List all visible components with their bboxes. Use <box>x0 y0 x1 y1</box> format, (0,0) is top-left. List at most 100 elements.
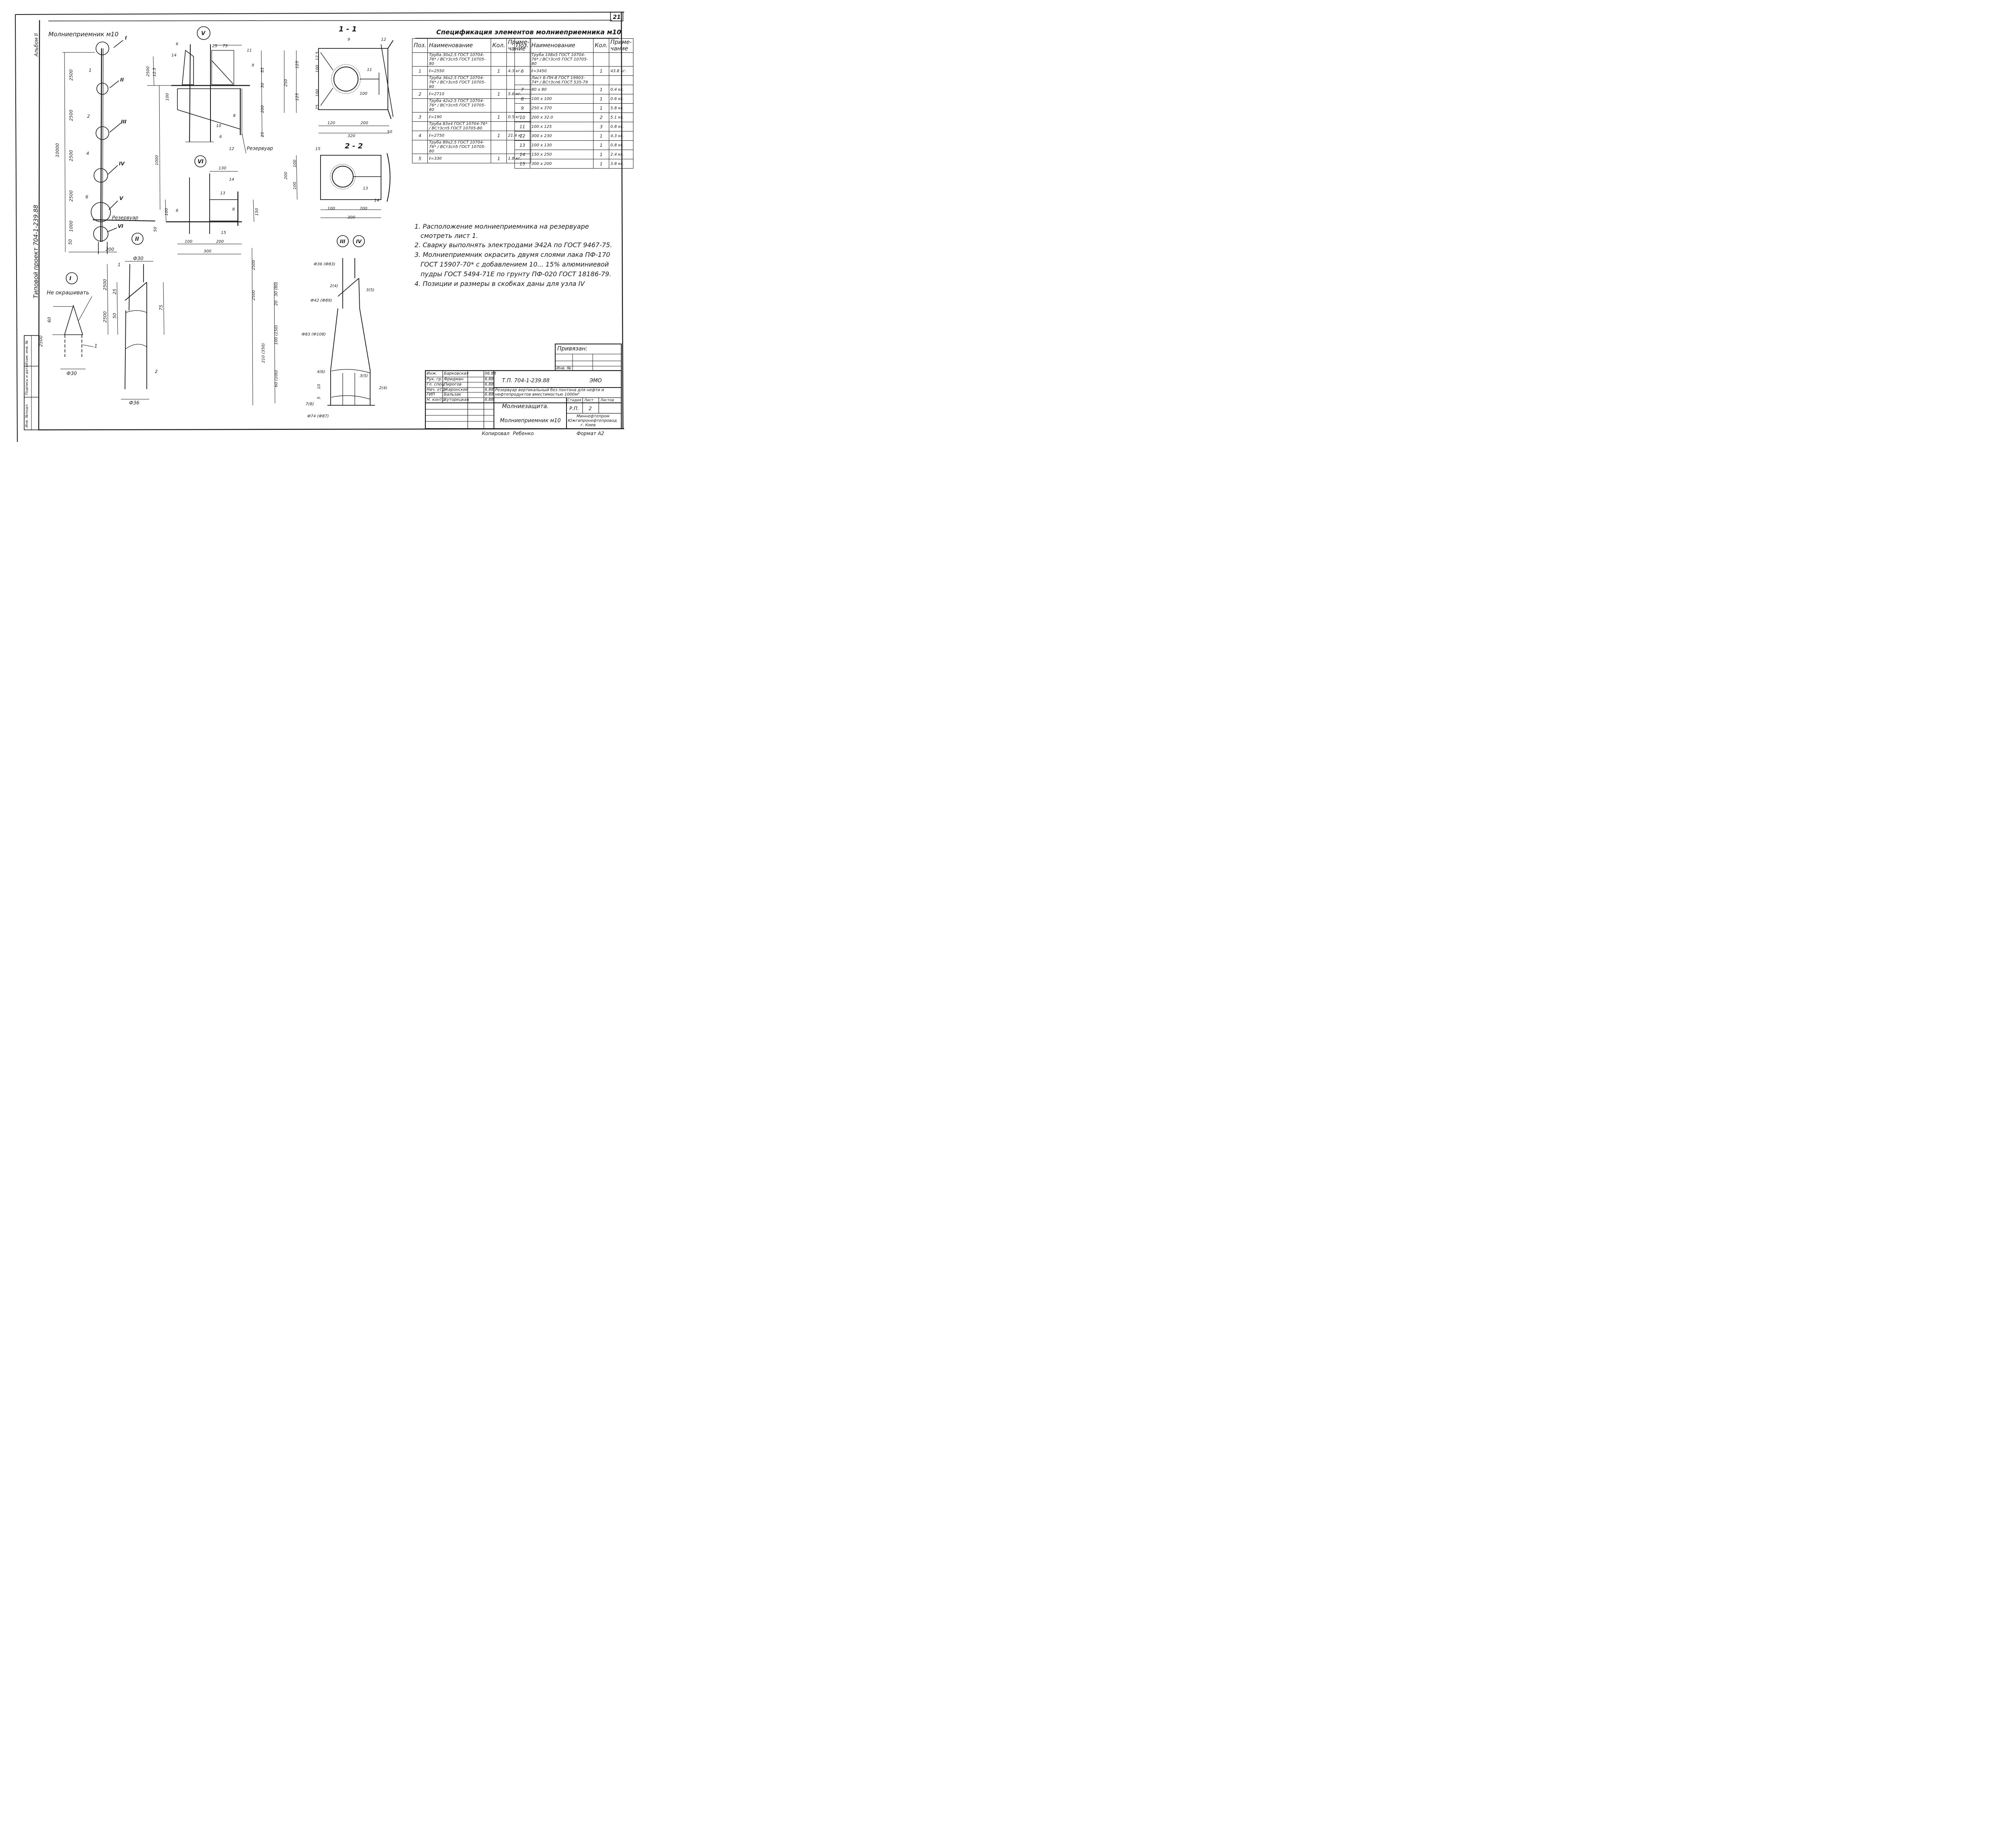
spec-cell-qty: 1 <box>593 140 609 150</box>
dim-mast-base: 200 <box>106 247 114 252</box>
n34-pos-e: 2(4) <box>379 386 387 390</box>
spec-cell-qty: 1 <box>593 85 609 94</box>
spec-cell-note <box>608 52 633 67</box>
spec-cell-qty <box>491 140 507 154</box>
tb-role: Инж. <box>427 371 437 376</box>
node-5-pos-8: 8 <box>233 114 235 118</box>
spec-cell-pos <box>412 121 428 131</box>
section-1-1-title: 1 - 1 <box>339 25 357 33</box>
spec-cell-pos <box>514 52 530 67</box>
spec-cell-pos: 12 <box>514 131 530 141</box>
spec-cell-name: 80 x 80 <box>530 85 594 94</box>
tb-role: Рук. гр. <box>427 377 443 381</box>
node-6-pos-8: 8 <box>232 207 235 212</box>
spec-cell-qty: 1 <box>491 66 507 76</box>
node-2-dim-25: 25 <box>112 289 117 294</box>
spec-table-left: Поз. Наименование Кол. Приме-чание Труба… <box>412 38 531 163</box>
callout-node-2: II <box>120 77 124 83</box>
node-5-dim-2500: 2500 <box>146 67 150 77</box>
node-2-drawing <box>107 233 165 400</box>
node-5-dim-30: 30 <box>260 83 265 88</box>
note-line-3: 2. Сварку выполнять электродами Э42А по … <box>414 241 612 249</box>
node-6-dim-130: 130 <box>219 166 226 171</box>
node-1-drawing <box>52 272 94 369</box>
tb-date: 6.88 <box>485 398 494 402</box>
main-title: Молниеприемник м10 <box>48 31 119 38</box>
node-5-dim-25b: 25 <box>260 132 265 137</box>
spec-col-qty: Кол. <box>593 38 609 53</box>
node-5-dim-1000: 1000 <box>155 155 159 165</box>
n34-dim-5: 5 <box>317 397 321 399</box>
sheets-header: Листов <box>600 398 614 402</box>
node-1-note: Не окрашивать <box>47 290 89 296</box>
spec-cell-pos <box>412 98 428 113</box>
spec-cell-qty: 1 <box>491 154 507 163</box>
spec-cell-pos: 2 <box>412 89 428 99</box>
spec-cell-qty <box>491 98 507 113</box>
spec-cell-note: 43.8 кг. <box>608 66 633 76</box>
node-1-dim-cone: 60 <box>47 317 52 323</box>
s11-pos-11: 11 <box>367 68 372 72</box>
spec-cell-name: ℓ=330 <box>427 154 491 163</box>
drawing-sheet: 21 Альбом II Типовой проект 704-1-239.88… <box>0 0 638 458</box>
spec-cell-pos: 8 <box>514 94 530 104</box>
dim-mast-seg-2: 2500 <box>69 110 74 121</box>
album-label: Альбом II <box>33 33 39 57</box>
spec-cell-note: 0.6 кг. <box>608 94 633 104</box>
inv-no-label: Инв. № <box>556 366 571 371</box>
spec-cell-note <box>608 75 633 85</box>
node-5-pos-14: 14 <box>171 53 177 58</box>
callout-node-3: III <box>121 119 127 125</box>
drawing-canvas: 21 Альбом II Типовой проект 704-1-239.88… <box>15 12 625 442</box>
spec-col-pos: Поз. <box>514 38 530 53</box>
note-line-5: ГОСТ 15907-70* с добавлением 10... 15% а… <box>421 261 609 268</box>
frame-left-outer <box>15 14 18 442</box>
spec-cell-name: ℓ=2710 <box>427 89 491 99</box>
node-6-pos-13: 13 <box>220 191 225 196</box>
spec-cell-qty: 1 <box>593 94 609 104</box>
tb-name: Пирогов <box>444 382 462 387</box>
n34-dim-60: 60 (100) <box>274 370 279 387</box>
dim-mast-total: 10000 <box>55 143 60 157</box>
sheet-title: Молниеприемник м10 <box>500 418 561 424</box>
spec-cell-qty: 1 <box>593 66 609 76</box>
node-5-dim-200: 200 <box>260 105 265 113</box>
section-2-2-title: 2 - 2 <box>345 142 363 150</box>
s11-dim-100b: 100 <box>315 89 320 97</box>
note-line-6: пудры ГОСТ 5494-71Е по грунту ПФ-020 ГОС… <box>421 270 612 278</box>
mast-general-view <box>62 40 156 254</box>
pos-mast-4: 4 <box>86 151 89 156</box>
spec-cell-name: Труба 83x4 ГОСТ 10704-76* / ВСт3сп5 ГОСТ… <box>427 121 491 131</box>
spec-cell-pos <box>412 140 428 154</box>
node-5-pos-11: 11 <box>247 48 252 53</box>
s22-pos-15: 15 <box>315 147 321 151</box>
node-6-dim-50: 50 <box>153 227 158 232</box>
node-6-drawing <box>165 155 254 254</box>
note-line-2: смотреть лист 1. <box>421 232 478 240</box>
tb-name: Жаронский <box>444 388 469 392</box>
spec-cell-pos <box>412 75 428 90</box>
tb-name: Барковская <box>444 371 469 376</box>
spec-cell-note: 5.8 кг. <box>608 103 633 113</box>
spec-cell-name: Труба 42x2.5 ГОСТ 10704-76* / ВСт3сп5 ГО… <box>427 98 491 113</box>
stamp-inv-podl: Инв. №подл. <box>25 403 29 427</box>
node-6-label: VI <box>198 159 204 165</box>
tb-date: 6.88 <box>485 377 494 381</box>
pos-mast-1: 1 <box>89 68 92 73</box>
spec-cell-note: 4.3 кг. <box>608 131 633 141</box>
spec-cell-qty: 1 <box>593 159 609 169</box>
s22-dim-100b: 100 <box>293 182 297 190</box>
side-stamp-frame <box>24 335 39 430</box>
n34-dim-d36: Ф36 (Ф83) <box>314 262 335 267</box>
n34-dim-2500a: 2500 <box>252 260 256 270</box>
n34-pos-d: 3(5) <box>360 374 368 378</box>
node-5-pos-9: 9 <box>252 63 254 68</box>
dim-mast-seg-1: 2500 <box>69 69 74 81</box>
stage-header: Стадия <box>567 398 581 402</box>
